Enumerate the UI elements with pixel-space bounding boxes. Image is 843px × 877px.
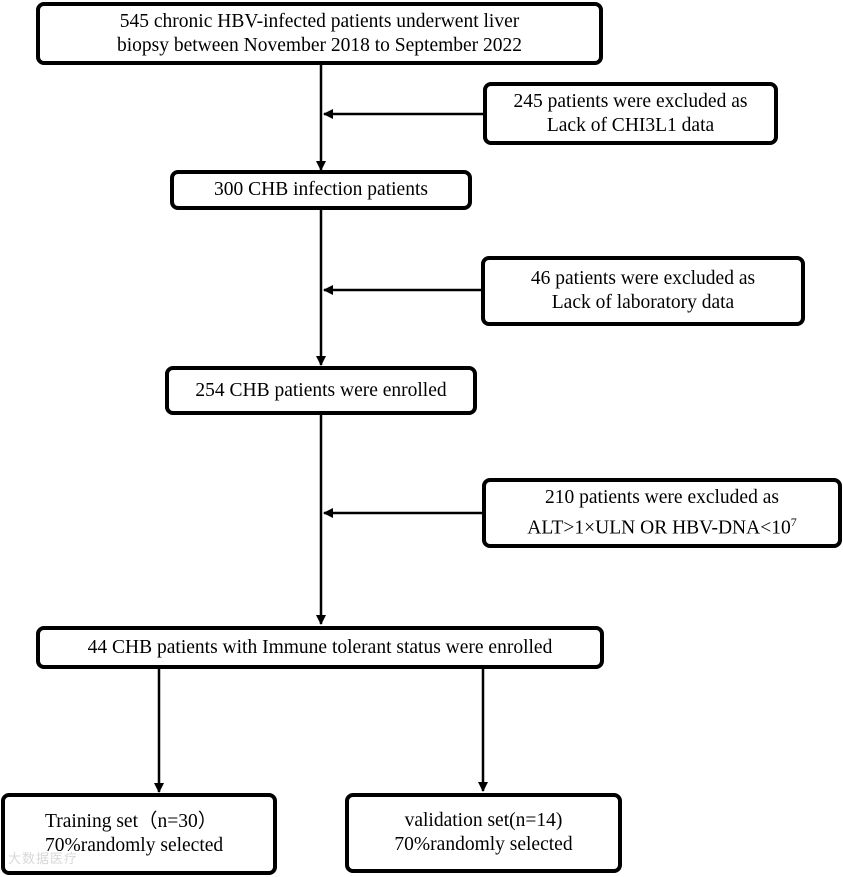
initial-cohort-box: 545 chronic HBV-infected patients underw… [36,2,603,65]
step4-box: 44 CHB patients with Immune tolerant sta… [36,626,604,669]
step2-box: 300 CHB infection patients [170,170,472,210]
exclusion-box-2: 46 patients were excluded as Lack of lab… [481,256,805,326]
validation-line2: 70%randomly selected [394,834,573,855]
exclusion-box-1: 245 patients were excluded as Lack of CH… [483,82,778,145]
exclusion-1-line2: Lack of CHI3L1 data [546,114,715,136]
training-line2: 70%randomly selected [45,835,224,856]
exclusion-3-line1: 210 patients were excluded as [545,486,779,508]
initial-cohort-line2: biopsy between November 2018 to Septembe… [116,34,523,56]
step4-text: 44 CHB patients with Immune tolerant sta… [87,636,553,658]
training-set-box: Training set（n=30） 70%randomly selected [1,793,277,875]
exclusion-2-line2: Lack of laboratory data [551,292,735,313]
exclusion-3-criteria: ALT>1×ULN OR HBV-DNA<10 [527,517,791,539]
initial-cohort-line1: 545 chronic HBV-infected patients underw… [119,10,520,32]
watermark: 大数据医疗 [8,852,79,867]
training-line1: Training set（n=30） [45,811,218,832]
exclusion-2-line1: 46 patients were excluded as [530,268,756,289]
step3-box: 254 CHB patients were enrolled [165,366,477,415]
exclusion-1-line1: 245 patients were excluded as [513,90,748,112]
validation-set-box: validation set(n=14) 70%randomly selecte… [345,793,622,873]
exclusion-box-3: 210 patients were excluded as ALT>1×ULN … [482,478,842,548]
exclusion-3-line2: ALT>1×ULN OR HBV-DNA<107 [527,510,796,541]
validation-line1: validation set(n=14) [404,810,563,831]
step2-text: 300 CHB infection patients [214,179,428,200]
exclusion-3-exponent: 7 [790,514,797,529]
step3-text: 254 CHB patients were enrolled [195,379,447,401]
